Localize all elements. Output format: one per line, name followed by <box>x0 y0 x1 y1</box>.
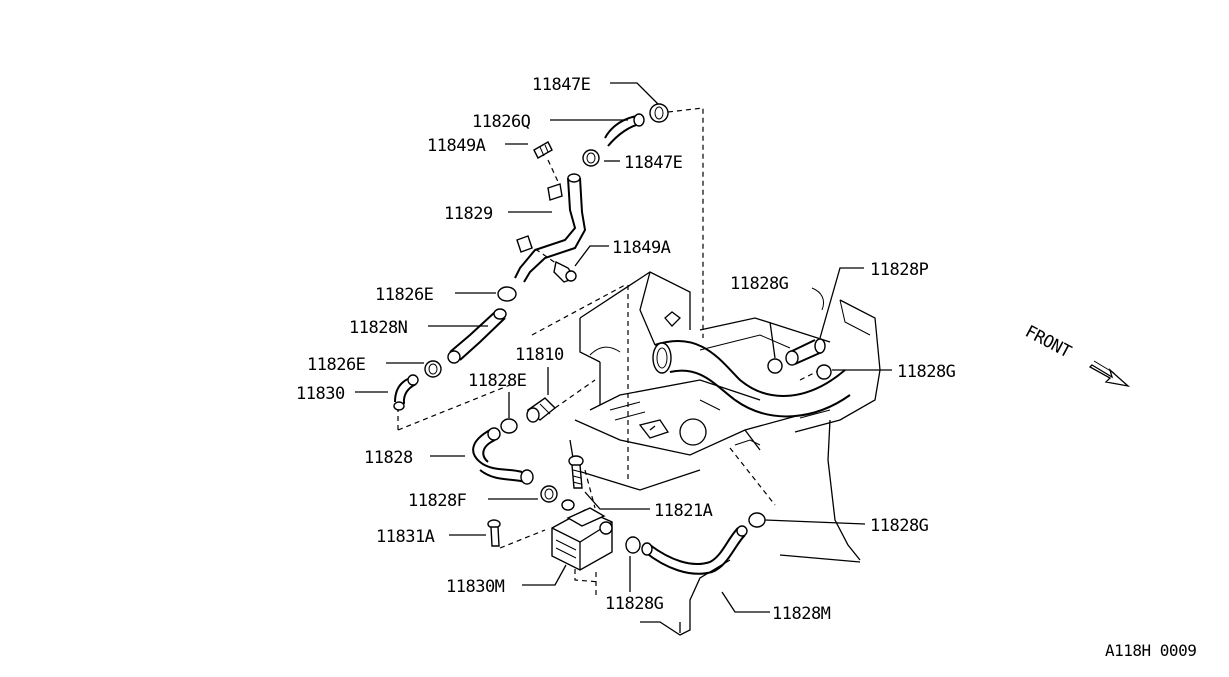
engine-block-illustration <box>569 271 881 636</box>
hose-11828p <box>785 338 826 366</box>
canister-11830m <box>551 499 613 571</box>
label-11828: 11828 <box>364 448 413 468</box>
pipe-11830 <box>393 374 419 411</box>
dashed-guide-lines <box>397 107 821 598</box>
hose-11828n <box>447 308 507 364</box>
clamp-11828f <box>540 485 558 503</box>
label-11828m: 11828M <box>772 604 831 624</box>
part-labels: 11847E 11826Q 11849A 11847E 11829 11849A… <box>296 75 956 624</box>
bolt-11831a <box>487 519 501 547</box>
front-label: FRONT <box>1022 322 1075 363</box>
label-11828g-upper: 11828G <box>730 274 789 294</box>
label-11829: 11829 <box>444 204 493 224</box>
label-11847e-top: 11847E <box>532 75 591 95</box>
bolt-11849a-top <box>533 141 553 159</box>
label-11810: 11810 <box>515 345 564 365</box>
clamp-11847e-top <box>649 103 669 123</box>
label-11828g-right: 11828G <box>897 362 956 382</box>
diagram-reference-code: A118H 0009 <box>1105 641 1196 660</box>
leader-lines <box>355 82 892 613</box>
clamp-11826e-top <box>497 286 517 302</box>
label-11828g-bottom: 11828G <box>605 594 664 614</box>
bolt-11821a <box>568 455 584 489</box>
label-11826e-lower: 11826E <box>307 355 366 375</box>
label-11828f: 11828F <box>408 491 467 511</box>
label-11830: 11830 <box>296 384 345 404</box>
label-11849a-lower: 11849A <box>612 238 671 258</box>
hose-11828m <box>641 525 748 575</box>
label-11828n: 11828N <box>349 318 408 338</box>
pipe-11829 <box>514 173 587 283</box>
clamp-11828g-right <box>816 364 832 380</box>
valve-11810 <box>526 397 557 423</box>
label-11826q: 11826Q <box>472 112 531 132</box>
bolt-11849a-lower <box>553 260 577 283</box>
clamp-11828e <box>500 418 518 434</box>
label-11828e: 11828E <box>468 371 527 391</box>
label-11847e-lower: 11847E <box>624 153 683 173</box>
clamp-11847e-lower <box>582 149 600 167</box>
label-11849a-top: 11849A <box>427 136 486 156</box>
clamp-11826e-lower <box>424 360 442 378</box>
label-11826e-top: 11826E <box>375 285 434 305</box>
front-arrow-icon <box>1088 360 1131 388</box>
label-11821a: 11821A <box>654 501 713 521</box>
front-direction-indicator: FRONT <box>1022 322 1131 388</box>
clamp-11828g-upper <box>767 358 783 374</box>
label-11830m: 11830M <box>446 577 505 597</box>
label-11831a: 11831A <box>376 527 435 547</box>
clamp-11828g-bottom <box>625 536 641 554</box>
clamp-11828g-right-lower <box>748 512 766 528</box>
hose-11826q <box>604 113 645 147</box>
hose-11828 <box>472 427 534 485</box>
label-11828g-right-lower: 11828G <box>870 516 929 536</box>
label-11828p: 11828P <box>870 260 929 280</box>
